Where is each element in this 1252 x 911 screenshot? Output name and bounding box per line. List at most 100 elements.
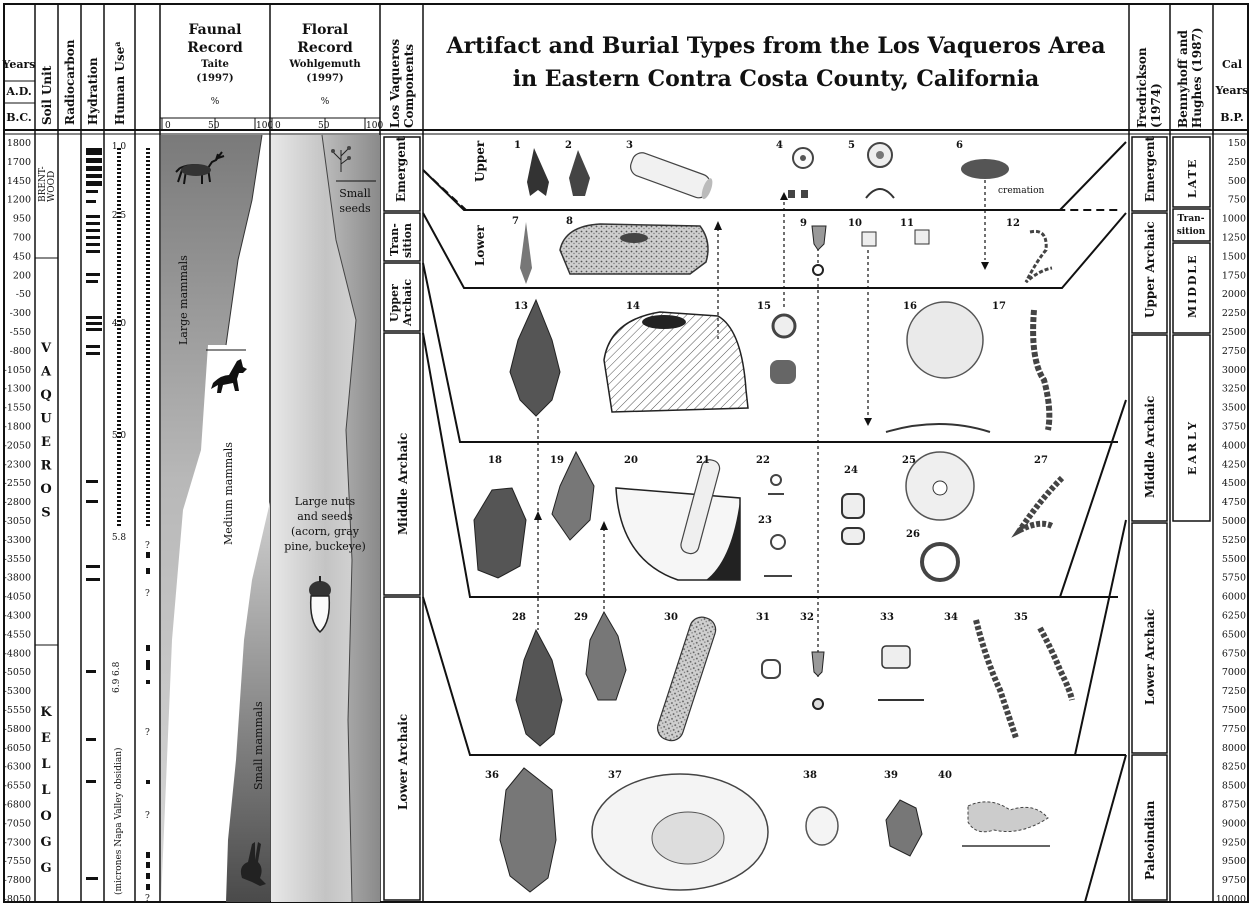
floral-scale-100: 100: [366, 121, 383, 131]
artifact-31-bead-icon: [762, 660, 780, 678]
soil-kellogg-letter: L: [41, 783, 50, 798]
artifact-number-label: 31: [756, 612, 770, 623]
cal-year-tick-label: 4500: [1222, 478, 1246, 489]
cal-year-tick-label: 2500: [1222, 327, 1246, 338]
fredrickson-header-2: (1974): [1149, 83, 1163, 128]
artifact-29-point-icon: [586, 612, 626, 700]
faunal-header-1: Faunal: [189, 22, 242, 38]
coyote-icon: [211, 359, 247, 393]
hydration-value-5: 5.8: [112, 533, 127, 543]
cal-year-tick-label: 9000: [1222, 818, 1246, 829]
title-line-1: Artifact and Burial Types from the Los V…: [446, 33, 1106, 59]
artifact-number-label: 1: [514, 140, 521, 151]
cal-year-tick-label: 6750: [1222, 648, 1246, 659]
faunal-scale-0: 0: [165, 121, 171, 131]
artifact-number-label: 25: [902, 455, 916, 466]
year-tick-label: -3800: [4, 573, 31, 584]
artifact-number-label: 2: [565, 140, 572, 151]
hydration-note: (micrones Napa Valley obsidian): [113, 747, 124, 895]
soil-vaqueros-letter: Q: [40, 388, 51, 403]
cal-year-tick-label: 4250: [1222, 459, 1246, 470]
cal-year-tick-label: 2250: [1222, 308, 1246, 319]
band-lower: Lower: [473, 225, 487, 266]
year-tick-label: 700: [13, 233, 31, 244]
soil-vaqueros-letter: A: [40, 365, 52, 380]
artifact-number-label: 18: [488, 455, 502, 466]
year-tick-label: -6050: [4, 743, 31, 754]
soil-vaqueros-letter: R: [41, 459, 52, 474]
human-use-marks: [146, 552, 150, 890]
year-tick-label: -7800: [4, 875, 31, 886]
soil-brentwood-2: WOOD: [47, 171, 57, 202]
floral-author: Wohlgemuth: [288, 59, 361, 70]
cal-year-tick-label: 4000: [1222, 440, 1246, 451]
hydration-value-2: 2.5: [112, 211, 127, 221]
artifact-number-label: 11: [900, 218, 914, 229]
artifact-36-point-icon: [500, 768, 556, 892]
years-header-ad: A.D.: [5, 85, 31, 98]
bennyhoff-transition-1: Tran-: [1178, 214, 1205, 224]
year-tick-label: -6550: [4, 781, 31, 792]
cal-header-3: B.P.: [1220, 111, 1243, 124]
cal-year-tick-label: 7750: [1222, 724, 1246, 735]
artifact-number-label: 8: [566, 216, 573, 227]
hydration-value-7: 6.9: [112, 678, 122, 693]
artifact-number-label: 9: [800, 218, 807, 229]
year-tick-label: -2550: [4, 478, 31, 489]
artifact-number-label: 4: [776, 140, 783, 151]
small-seeds-label-2: seeds: [339, 202, 371, 215]
fredrickson-header-1: Fredrickson: [1135, 47, 1149, 128]
soil-kellogg-letter: O: [40, 809, 51, 824]
year-tick-label: -2800: [4, 497, 31, 508]
soil-kellogg-letter: G: [40, 835, 51, 850]
soil-kellogg-letter: K: [40, 705, 52, 720]
artifact-number-label: 15: [757, 301, 771, 312]
year-tick-label: 1200: [7, 195, 31, 206]
year-tick-label: -6300: [4, 762, 31, 773]
cal-year-tick-label: 10000: [1216, 894, 1246, 905]
artifact-1-point-icon: [527, 148, 549, 196]
artifact-10-ornament-icon: [862, 232, 876, 246]
artifact-number-label: 33: [880, 612, 894, 623]
year-tick-label: -5550: [4, 705, 31, 716]
artifact-14-mortar-icon: [604, 312, 748, 412]
bennyhoff-header-1: Bennyhoff and: [1176, 30, 1190, 128]
artifact-number-label: 23: [758, 515, 772, 526]
cal-header-1: Cal: [1222, 58, 1242, 71]
components-header-2: Components: [402, 44, 416, 128]
cal-year-tick-label: 3250: [1222, 384, 1246, 395]
artifact-number-label: 5: [848, 140, 855, 151]
cal-year-tick-label: 8000: [1222, 743, 1246, 754]
years-header-bc: B.C.: [6, 111, 32, 124]
year-tick-label: -1050: [4, 365, 31, 376]
header: Years A.D. B.C. Soil Unit Radiocarbon Hy…: [1, 22, 1248, 131]
years-header-1: Years: [1, 58, 35, 71]
artifact-number-label: 16: [903, 301, 917, 312]
artifact-35-burial-icon: [1040, 628, 1072, 700]
year-tick-label: -4300: [4, 611, 31, 622]
soil-vaqueros-letter: O: [40, 482, 51, 497]
year-tick-label: -7300: [4, 837, 31, 848]
artifact-7-drill-icon: [520, 222, 532, 284]
year-tick-label: -7550: [4, 856, 31, 867]
human-use-q1: ?: [145, 541, 150, 551]
year-tick-label: -5800: [4, 724, 31, 735]
artifact-39-scraper-icon: [886, 800, 922, 856]
year-tick-label: -7050: [4, 818, 31, 829]
cal-year-tick-label: 2000: [1222, 289, 1246, 300]
year-tick-label: 950: [13, 214, 31, 225]
soil-vaqueros-letter: S: [41, 506, 50, 521]
soil-unit-column: BRENT- WOOD: [35, 166, 58, 645]
floral-record: Small seeds Large nuts and seeds (acorn,…: [271, 135, 380, 902]
artifact-11-ornament-icon: [915, 230, 929, 244]
year-tick-label: -800: [10, 346, 31, 357]
cal-year-tick-label: 9750: [1222, 875, 1246, 886]
artifact-5-bead-icon: [866, 143, 894, 198]
cal-year-tick-label: 8250: [1222, 762, 1246, 773]
artifact-number-label: 39: [884, 770, 898, 781]
artifact-8-millingslab-icon: [560, 224, 708, 274]
artifact-number-label: 30: [664, 612, 678, 623]
soil-kellogg-letter: E: [41, 731, 51, 746]
fredrickson-emergent: Emergent: [1143, 135, 1157, 202]
human-use-q2: ?: [145, 589, 150, 599]
